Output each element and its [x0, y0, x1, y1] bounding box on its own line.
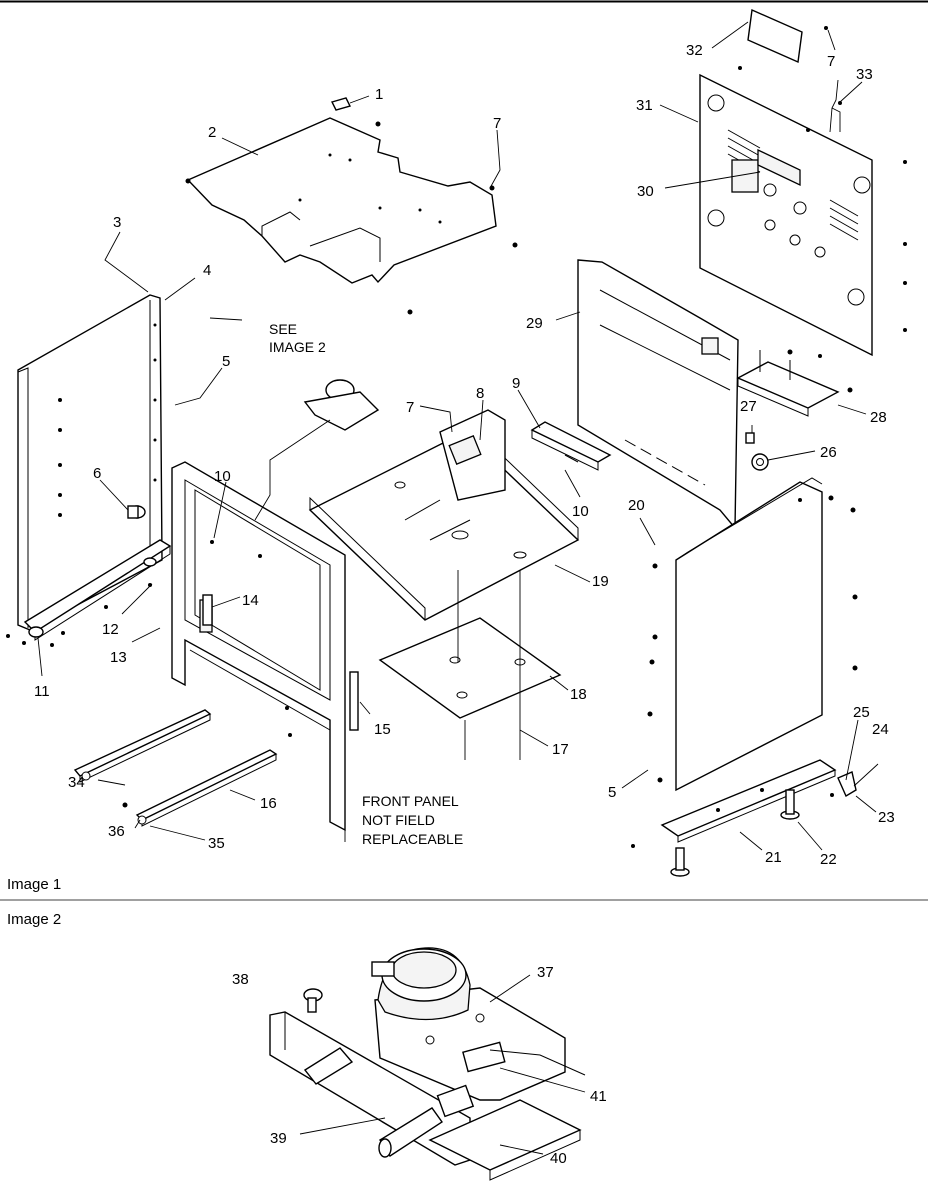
leader-lines	[37, 21, 879, 851]
callout-36: 36	[108, 823, 125, 840]
callout-40: 40	[550, 1150, 567, 1167]
callout-labels-image-2: 38 37 41 39 40	[232, 964, 607, 1167]
callout-18: 18	[570, 686, 587, 703]
part-screw	[303, 988, 323, 1013]
part-rear-panel	[577, 259, 739, 530]
callout-20: 20	[628, 497, 645, 514]
callout-31: 31	[636, 97, 653, 114]
part-upper-bracket	[736, 350, 840, 417]
note-see-line-1: SEE	[269, 321, 297, 337]
callout-39: 39	[270, 1130, 287, 1147]
leader-lines-image-2	[299, 974, 586, 1155]
callout-32: 32	[686, 42, 703, 59]
part-oven-bottom	[308, 419, 580, 621]
callout-38: 38	[232, 971, 249, 988]
callout-7c: 7	[827, 53, 835, 70]
part-lower-rail-upper	[73, 709, 212, 783]
callout-3: 3	[113, 214, 121, 231]
callout-7: 7	[493, 115, 501, 132]
part-cover-plate	[747, 8, 803, 64]
part-grommet-screw	[745, 432, 755, 444]
part-left-side-panel	[17, 294, 163, 631]
note-see-line-2: IMAGE 2	[269, 339, 326, 355]
note-front-line-2: NOT FIELD	[362, 812, 435, 828]
callout-10: 10	[214, 468, 231, 485]
callout-34: 34	[68, 774, 85, 791]
callout-17: 17	[552, 741, 569, 758]
callout-25: 25	[853, 704, 870, 721]
part-wire	[829, 79, 841, 133]
callout-1: 1	[375, 86, 383, 103]
callout-23: 23	[878, 809, 895, 826]
note-front-panel: FRONT PANEL NOT FIELD REPLACEABLE	[362, 793, 463, 847]
part-clip	[330, 97, 352, 111]
callout-29: 29	[526, 315, 543, 332]
callout-5: 5	[222, 353, 230, 370]
part-lower-rail-lower	[135, 749, 278, 827]
callout-8: 8	[476, 385, 484, 402]
callout-2: 2	[208, 124, 216, 141]
part-right-side-panel	[675, 477, 823, 792]
callout-14: 14	[242, 592, 259, 609]
callout-12: 12	[102, 621, 119, 638]
part-label	[757, 148, 801, 187]
callout-33: 33	[856, 66, 873, 83]
section-label-image-1: Image 1	[7, 876, 61, 893]
callout-35: 35	[208, 835, 225, 852]
callout-9: 9	[512, 375, 520, 392]
part-bracket	[439, 409, 506, 501]
callout-28: 28	[870, 409, 887, 426]
callout-13: 13	[110, 649, 127, 666]
part-bottom-cover	[378, 617, 562, 719]
callout-24: 24	[872, 721, 889, 738]
callout-21: 21	[765, 849, 782, 866]
callout-41: 41	[590, 1088, 607, 1105]
part-side-strip	[349, 671, 359, 731]
callout-4: 4	[203, 262, 211, 279]
note-front-line-1: FRONT PANEL	[362, 793, 459, 809]
callout-7b: 7	[406, 399, 414, 416]
part-grommet	[751, 453, 769, 471]
part-back-panel	[699, 73, 873, 357]
callout-10b: 10	[572, 503, 589, 520]
callout-labels: 1 2 7 3 4 5 6 10 12 13 11 14 15 16 34 36…	[34, 42, 895, 868]
note-front-line-3: REPLACEABLE	[362, 831, 463, 847]
callout-19: 19	[592, 573, 609, 590]
section-label-image-2: Image 2	[7, 911, 61, 928]
callout-15: 15	[374, 721, 391, 738]
note-see-image-2: SEE IMAGE 2	[269, 321, 326, 355]
part-latch	[202, 594, 213, 626]
callout-6: 6	[93, 465, 101, 482]
callout-37: 37	[537, 964, 554, 981]
callout-22: 22	[820, 851, 837, 868]
part-valve-assembly-small	[254, 379, 380, 521]
callout-11: 11	[34, 683, 50, 700]
callout-30: 30	[637, 183, 654, 200]
part-rear-bracket	[530, 421, 612, 471]
part-left-rail	[23, 539, 172, 641]
callout-26: 26	[820, 444, 837, 461]
callout-16: 16	[260, 795, 277, 812]
callout-27: 27	[740, 398, 757, 415]
part-leveling-leg	[670, 789, 800, 877]
part-valve-assembly	[269, 947, 586, 1181]
part-top-panel	[186, 117, 497, 284]
callout-5b: 5	[608, 784, 616, 801]
part-right-rail	[660, 759, 837, 843]
part-roller	[127, 505, 146, 519]
